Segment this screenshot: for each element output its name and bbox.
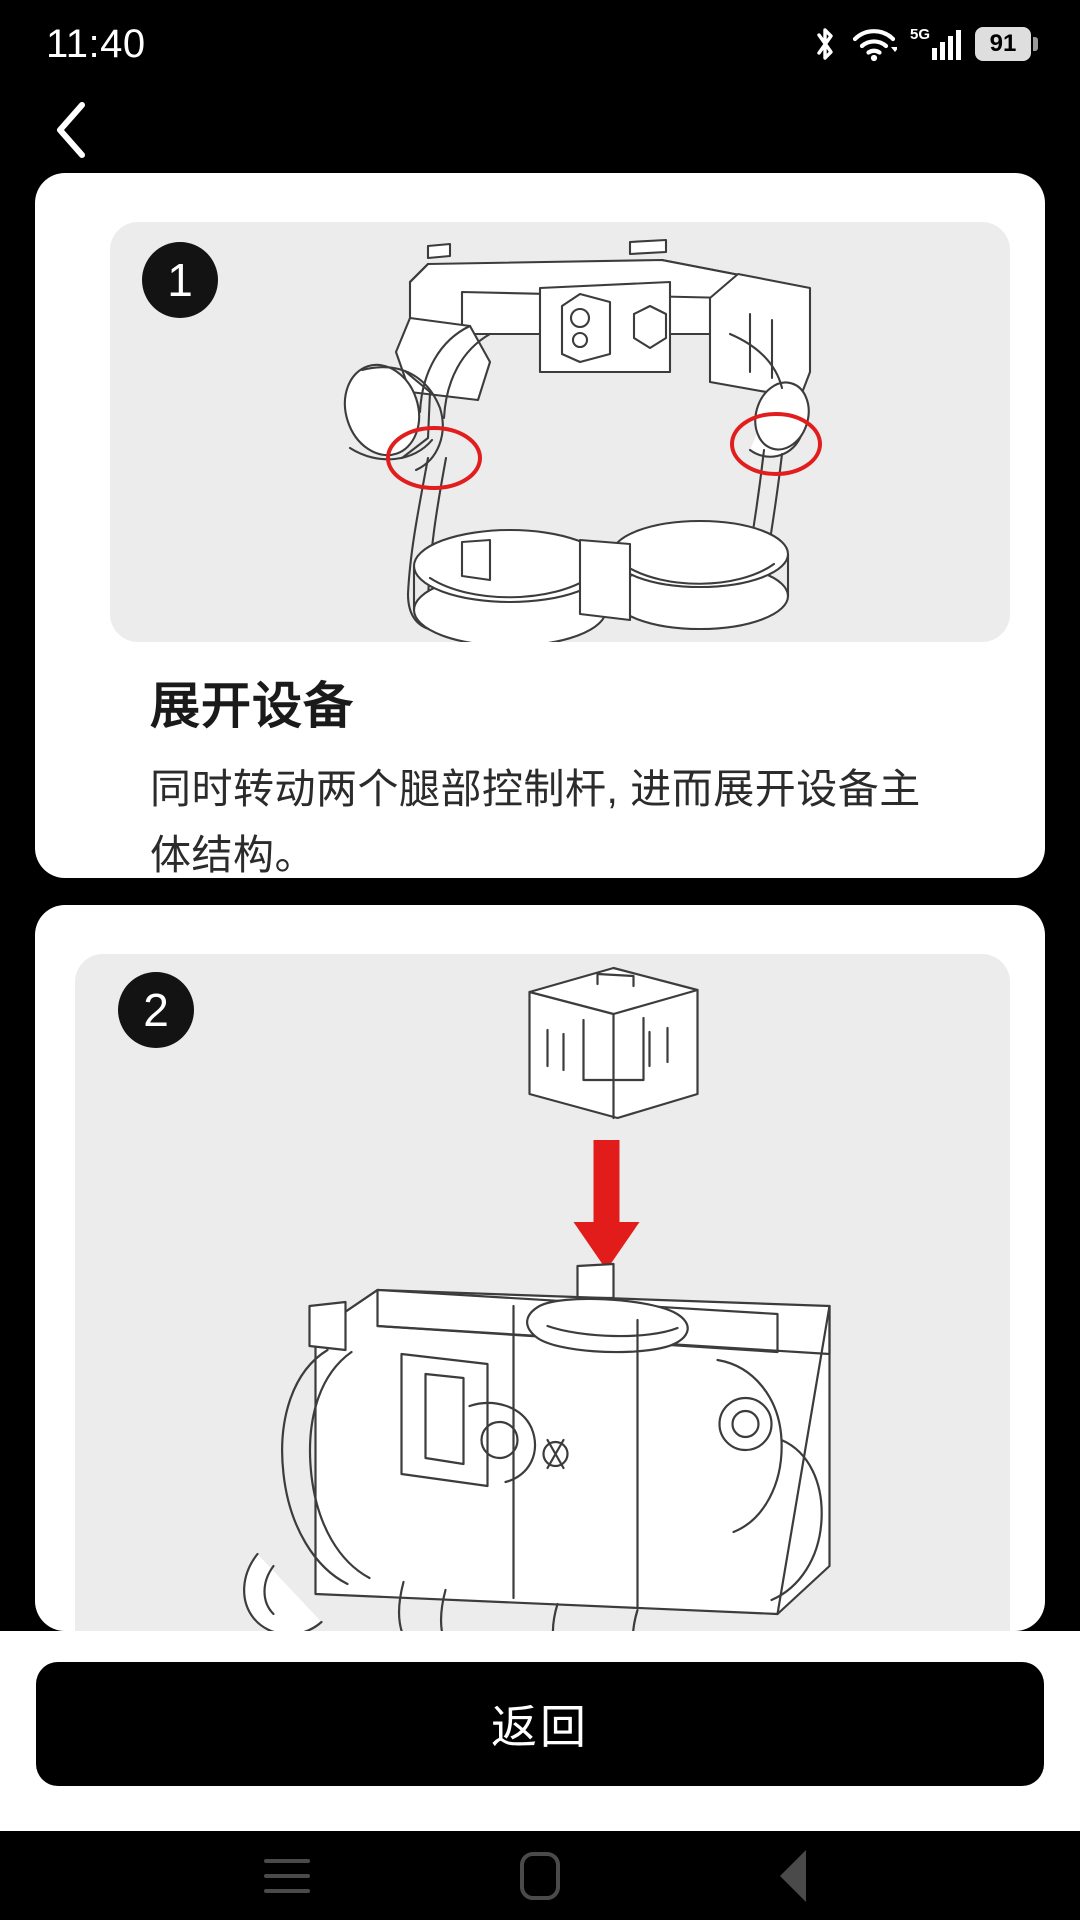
bluetooth-icon bbox=[812, 25, 838, 63]
step-number-badge-2: 2 bbox=[118, 972, 194, 1048]
step-1-description: 同时转动两个腿部控制杆, 进而展开设备主体结构。 bbox=[150, 766, 921, 878]
step-card-1: 1 展开设备 同时转动两个腿部控制杆, 进而展开设备主体结构。 bbox=[35, 173, 1045, 878]
steps-scroll-area[interactable]: 1 展开设备 同时转动两个腿部控制杆, 进而展开设备主体结构。 bbox=[0, 173, 1080, 1631]
home-button[interactable] bbox=[485, 1831, 595, 1920]
android-navigation-bar bbox=[0, 1831, 1080, 1920]
wifi-icon bbox=[851, 25, 897, 63]
status-icons: 5G 91 bbox=[812, 24, 1038, 64]
battery-icon: 91 bbox=[975, 27, 1038, 61]
back-triangle-icon bbox=[780, 1849, 807, 1902]
5g-signal-icon: 5G bbox=[910, 24, 962, 64]
highlight-circle-left bbox=[386, 426, 482, 490]
step-1-text-block: 展开设备 同时转动两个腿部控制杆, 进而展开设备主体结构。 bbox=[35, 642, 1045, 878]
bottom-action-bar: 返回 bbox=[0, 1631, 1080, 1831]
chevron-left-icon bbox=[50, 99, 94, 166]
battery-cap bbox=[1033, 37, 1038, 51]
top-nav-bar bbox=[0, 88, 1080, 173]
recents-button[interactable] bbox=[232, 1831, 342, 1920]
menu-icon bbox=[263, 1858, 310, 1893]
step-number-badge-1: 1 bbox=[142, 242, 218, 318]
step-1-title: 展开设备 bbox=[150, 678, 354, 734]
step-1-illustration: 1 bbox=[110, 222, 1010, 642]
return-button[interactable]: 返回 bbox=[36, 1662, 1044, 1786]
exoskeleton-unfold-diagram bbox=[110, 222, 1010, 642]
battery-level: 91 bbox=[989, 30, 1017, 57]
step-card-2: 2 bbox=[35, 905, 1045, 1631]
red-down-arrow bbox=[573, 1140, 640, 1270]
status-bar: 11:40 5G bbox=[0, 0, 1080, 88]
home-icon bbox=[519, 1851, 560, 1900]
highlight-circle-right bbox=[730, 412, 822, 476]
nav-back-button[interactable] bbox=[36, 96, 108, 168]
battery-insert-diagram bbox=[75, 954, 1010, 1631]
status-clock: 11:40 bbox=[46, 22, 146, 66]
step-2-illustration: 2 bbox=[75, 954, 1010, 1631]
svg-text:5G: 5G bbox=[910, 26, 930, 43]
android-back-button[interactable] bbox=[738, 1831, 848, 1920]
